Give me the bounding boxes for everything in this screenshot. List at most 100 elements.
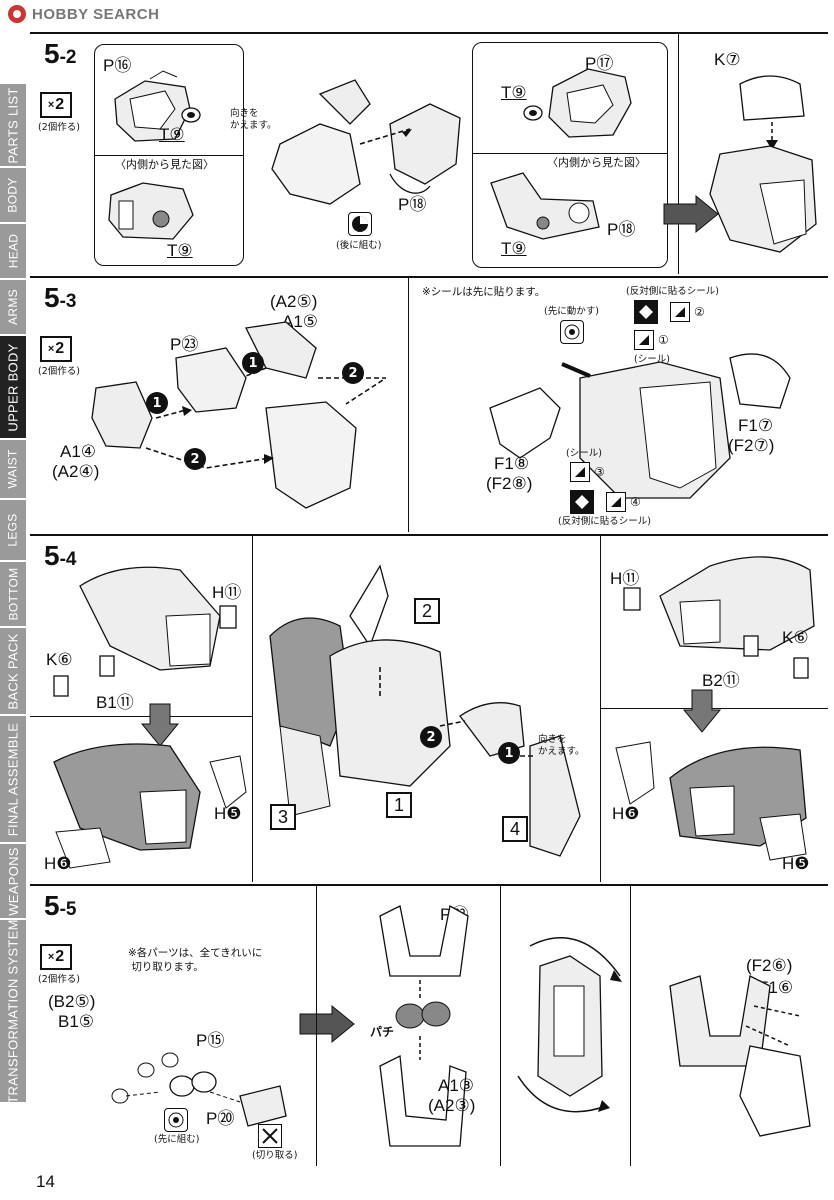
label-h11: H⑪ bbox=[212, 583, 242, 602]
sidebar-tab-final-assemble[interactable]: FINAL ASSEMBLE bbox=[0, 716, 26, 844]
arm-shield-left-result-drawing bbox=[53, 743, 247, 869]
part-b211-drawing bbox=[743, 635, 759, 657]
later-assembly-note: (後に組む) bbox=[336, 240, 382, 251]
inner-view-caption-right: 〈内側から見た図〉 bbox=[547, 156, 646, 169]
label-p18: P⑱ bbox=[398, 195, 427, 214]
label-h5: H❺ bbox=[214, 804, 242, 823]
make-two-icon: ×2 bbox=[40, 336, 72, 362]
opposite-side-icon bbox=[634, 300, 658, 324]
part-h11-right-drawing bbox=[623, 587, 641, 611]
sidebar-tab-label: WEAPONS bbox=[5, 846, 21, 916]
label-a2-3: (A2③) bbox=[428, 1096, 476, 1115]
label-p23: P㉓ bbox=[170, 335, 199, 354]
label-h11-right: H⑪ bbox=[610, 569, 640, 588]
assemble-first-note: (先に組む) bbox=[154, 1134, 200, 1145]
make-two-icon: ×2 bbox=[40, 944, 72, 970]
step52-assembly-drawing bbox=[271, 79, 461, 205]
sidebar-tab-label: WAIST bbox=[6, 449, 20, 489]
sidebar-tab-body[interactable]: BODY bbox=[0, 168, 26, 224]
seal-first-note: ※シールは先に貼ります。 bbox=[422, 286, 546, 298]
label-b1-11: B1⑪ bbox=[96, 693, 134, 712]
sidebar-tab-parts-list[interactable]: PARTS LIST bbox=[0, 84, 26, 168]
inner-view-drawing bbox=[108, 182, 194, 240]
label-b2-11: B2⑪ bbox=[702, 671, 740, 690]
turn-direction-note: 向きを かえます。 bbox=[538, 734, 585, 757]
order-marker-1b: 1 bbox=[242, 352, 264, 374]
make-two-icon: ×2 bbox=[40, 92, 72, 118]
step-title: 5-2 bbox=[44, 38, 77, 69]
label-p16: P⑯ bbox=[103, 56, 132, 75]
sidebar-tab-legs[interactable]: LEGS bbox=[0, 500, 26, 562]
order-marker-2: 2 bbox=[342, 362, 364, 384]
cut-cleanly-note: ※各パーツは、全てきれいに 切り取ります。 bbox=[128, 947, 263, 973]
step-5-4: 5-4 H⑪ K⑥ B1⑪ H❺ H❻ 2 1 3 4 2 1 向きを かえます… bbox=[30, 534, 828, 882]
label-b1-5: B1⑤ bbox=[58, 1012, 95, 1031]
turn-direction-note: 向きを かえます。 bbox=[230, 108, 277, 131]
label-k7: K⑦ bbox=[714, 50, 741, 69]
assemble-first-icon bbox=[164, 1108, 188, 1132]
opposite-side-seal-note: (反対側に貼るシール) bbox=[626, 286, 719, 297]
seal-icon bbox=[570, 462, 590, 482]
step53-left-assembly-drawing bbox=[91, 321, 386, 509]
seal-caption: (シール) bbox=[634, 354, 670, 365]
make-two-note: (2個作る) bbox=[38, 122, 80, 133]
inner-view-caption: 〈内側から見た図〉 bbox=[115, 158, 214, 171]
seal-number-3: ③ bbox=[594, 465, 605, 479]
sidebar-tab-upper-body[interactable]: UPPER BODY bbox=[0, 336, 26, 440]
label-a1-3: A1③ bbox=[438, 1076, 475, 1095]
upper-body-assembly-drawing bbox=[269, 564, 581, 857]
seal-caption-b: (シール) bbox=[566, 448, 602, 459]
hip-cover-assembly-drawing bbox=[669, 975, 811, 1137]
step-5-2: 5-2 ×2 (2個作る) P⑯ T⑨ 〈内側から見た図〉 T⑨ 向きを bbox=[30, 32, 828, 274]
section-sidebar: PARTS LIST BODY HEAD ARMS UPPER BODY WAIST LEG… bbox=[0, 84, 26, 1164]
label-h6-right: H❻ bbox=[612, 804, 640, 823]
order-marker-2: 2 bbox=[420, 726, 442, 748]
order-marker-1: 1 bbox=[498, 742, 520, 764]
sidebar-tab-back-pack[interactable]: BACK PACK bbox=[0, 628, 26, 716]
result-arrow-icon bbox=[663, 194, 719, 234]
step52-result-drawing bbox=[709, 75, 817, 253]
part-b111-drawing bbox=[99, 655, 115, 677]
make-two-note: (2個作る) bbox=[38, 974, 80, 985]
sidebar-tab-label: FINAL ASSEMBLE bbox=[5, 722, 21, 836]
sidebar-tab-label: UPPER BODY bbox=[5, 342, 21, 432]
part-k6-right-drawing bbox=[793, 657, 809, 679]
subassembly-ref-4: 4 bbox=[502, 816, 528, 842]
sidebar-tab-label: PARTS LIST bbox=[5, 86, 21, 164]
seal-number-1: ① bbox=[658, 333, 669, 347]
inner-view-right-drawing bbox=[490, 172, 600, 240]
sidebar-tab-waist[interactable]: WAIST bbox=[0, 440, 26, 500]
sidebar-tab-arms[interactable]: ARMS bbox=[0, 280, 26, 336]
step-title: 5-5 bbox=[44, 890, 77, 921]
label-a2-5: (A2⑤) bbox=[270, 292, 318, 311]
order-marker-2b: 2 bbox=[184, 448, 206, 470]
shoulder-part-p17-drawing bbox=[548, 68, 632, 138]
label-t9b: T⑨ bbox=[167, 241, 193, 260]
sidebar-tab-head[interactable]: HEAD bbox=[0, 224, 26, 280]
seal-number-4: ④ bbox=[630, 495, 641, 509]
label-p20: P⑳ bbox=[206, 1109, 235, 1128]
step-5-5: 5-5 ×2 (2個作る) ※各パーツは、全てきれいに 切り取ります。 (B2⑤… bbox=[30, 884, 828, 1166]
poly-cap-t9-right-drawing bbox=[523, 105, 543, 121]
step53-right-assembly-drawing bbox=[489, 353, 791, 499]
subassembly-ref-1: 1 bbox=[386, 792, 412, 818]
opposite-side-seal-note-b: (反対側に貼るシール) bbox=[558, 516, 651, 527]
subassembly-ref-3: 3 bbox=[270, 804, 296, 830]
sidebar-tab-label: ARMS bbox=[6, 289, 20, 325]
detail-inset-right: P⑰ T⑨ 〈内側から見た図〉 P⑱ T⑨ bbox=[472, 42, 668, 268]
label-p18-right: P⑱ bbox=[607, 220, 636, 239]
label-f1-7: F1⑦ bbox=[738, 416, 774, 435]
sidebar-tab-weapons[interactable]: WEAPONS bbox=[0, 844, 26, 920]
sidebar-tab-transformation-system[interactable]: TRANSFORMATION SYSTEM bbox=[0, 919, 26, 1104]
order-marker-1: 1 bbox=[146, 392, 168, 414]
label-p17: P⑰ bbox=[585, 54, 614, 73]
label-f2-7: (F2⑦) bbox=[728, 436, 775, 455]
detail-inset-left: P⑯ T⑨ 〈内側から見た図〉 T⑨ bbox=[94, 44, 244, 266]
move-first-note: (先に動かす) bbox=[544, 306, 599, 317]
sidebar-tab-label: HEAD bbox=[6, 233, 21, 269]
sidebar-tab-bottom[interactable]: BOTTOM bbox=[0, 562, 26, 628]
seal-icon bbox=[606, 492, 626, 512]
sidebar-tab-label: BACK PACK bbox=[5, 632, 21, 710]
label-k6-right: K⑥ bbox=[782, 628, 809, 647]
label-k6: K⑥ bbox=[46, 650, 73, 669]
